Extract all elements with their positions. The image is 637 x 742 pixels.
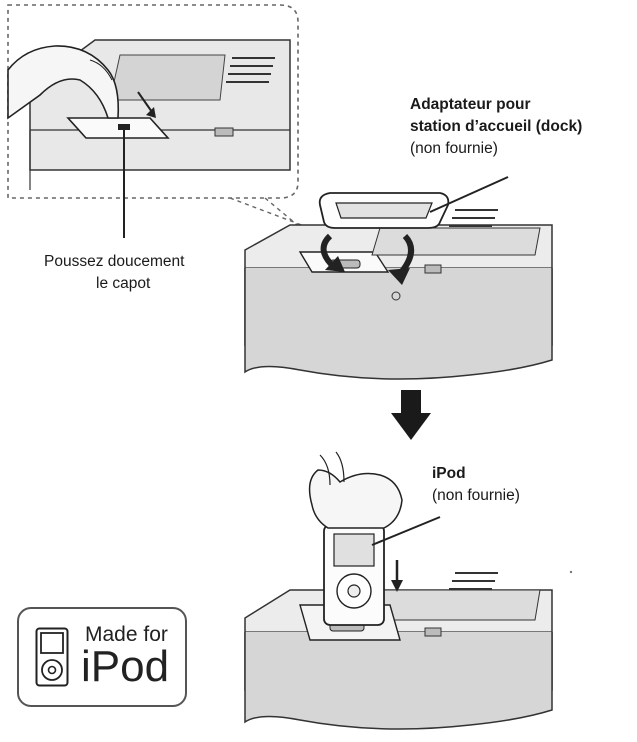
ipod-icon — [35, 627, 69, 687]
adapter-note: (non fournie) — [410, 140, 498, 157]
push-label-line1: Poussez doucement — [44, 253, 185, 270]
unit-with-ipod — [244, 451, 573, 730]
badge-brand: iPod — [81, 642, 170, 691]
badge-made-for: Made for — [85, 623, 168, 646]
adapter-label-line1: Adaptateur pour — [410, 96, 531, 113]
adapter-label-line2: station d’accueil (dock) — [410, 118, 583, 135]
inset-callout — [7, 4, 321, 245]
ipod-note: (non fournie) — [432, 487, 520, 504]
unit-with-adapter — [244, 176, 553, 380]
down-arrow-icon — [391, 390, 431, 440]
push-label-line2: le capot — [96, 275, 151, 292]
ipod-label: iPod — [432, 465, 466, 482]
made-for-ipod-badge: Made for iPod — [17, 607, 187, 707]
